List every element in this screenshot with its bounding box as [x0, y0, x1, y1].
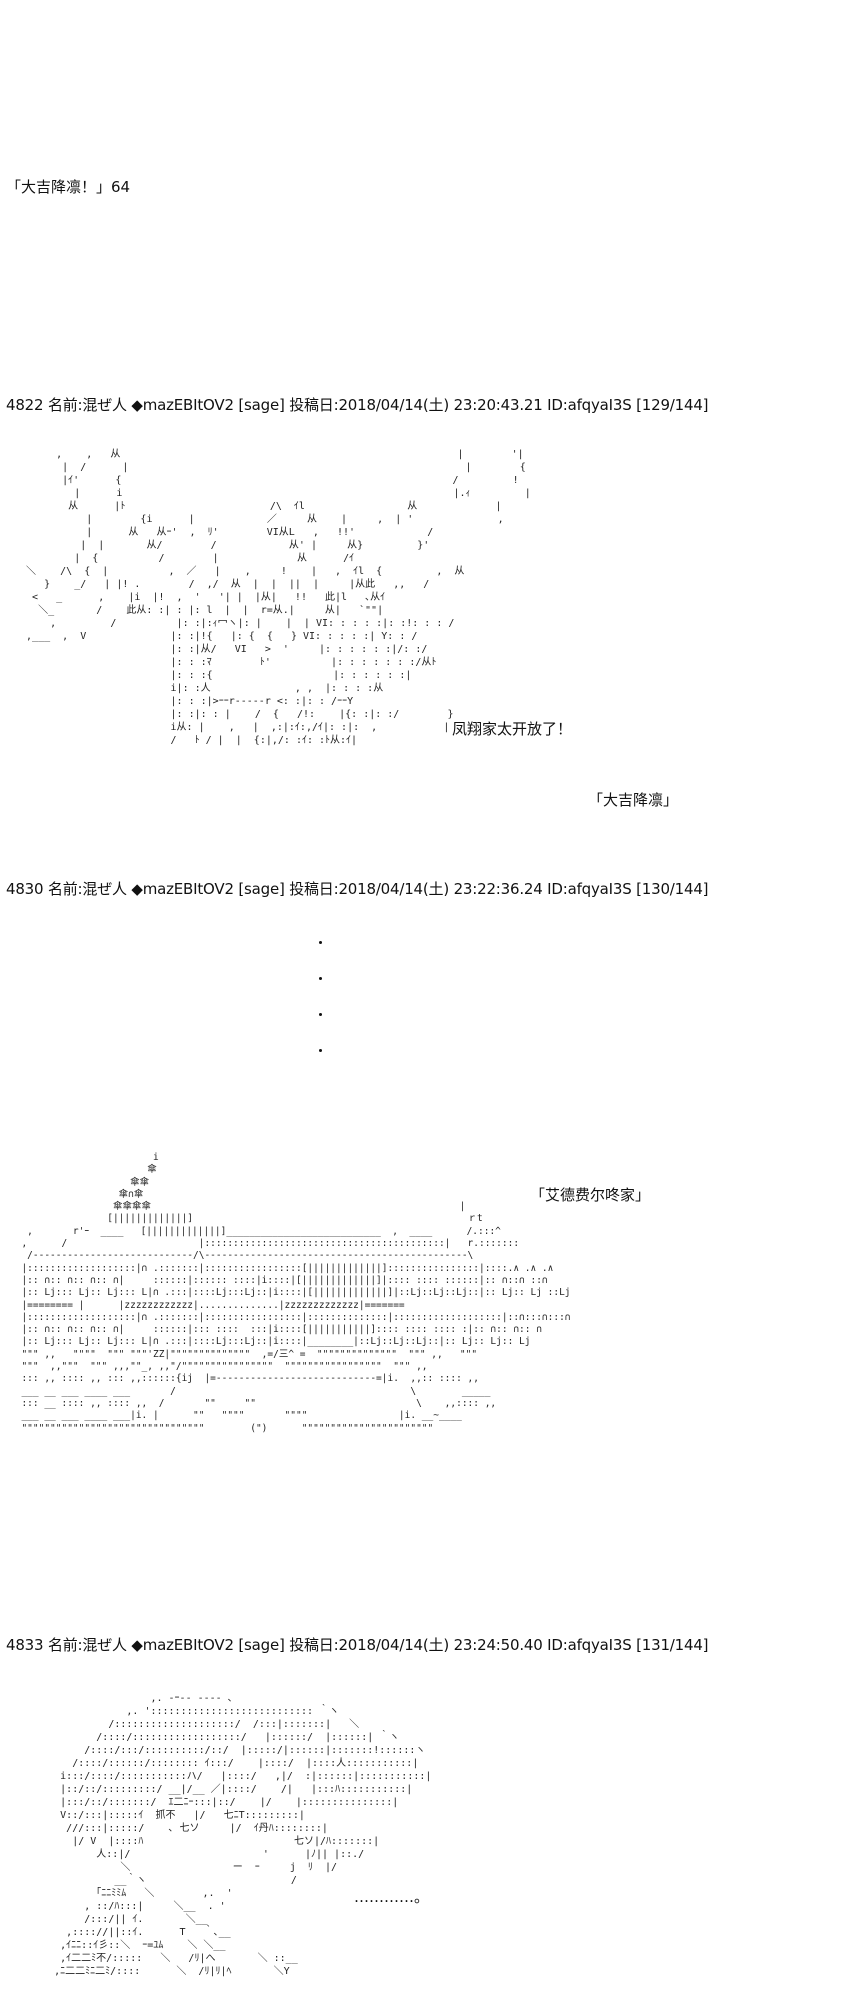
intro-line: 「大吉降凛！」64: [6, 178, 131, 196]
caption-text: 凤翔家太开放了！: [452, 720, 573, 738]
post-header: 4830 名前:混ぜ人 ◆mazEBItOV2 [sage] 投稿日:2018/…: [6, 880, 709, 898]
ascii-art-mansion: i 傘 傘傘 傘∩傘 傘傘傘傘 | [|||||||||||||]: [21, 1152, 571, 1434]
post-header: 4822 名前:混ぜ人 ◆mazEBItOV2 [sage] 投稿日:2018/…: [6, 396, 709, 414]
ascii-art-ship-girl: , , 从 | '| | / | | { |ｲ' {: [26, 449, 531, 746]
caption-text: …………。: [354, 1888, 430, 1906]
caption-text: 「艾德费尔咚家」: [530, 1186, 651, 1204]
caption-text: 「大吉降凛」: [588, 791, 679, 809]
ellipsis-dot: [319, 1049, 322, 1052]
post-header: 4833 名前:混ぜ人 ◆mazEBItOV2 [sage] 投稿日:2018/…: [6, 1636, 709, 1654]
ellipsis-dot: [319, 941, 322, 944]
ellipsis-dot: [319, 1013, 322, 1016]
ellipsis-dot: [319, 977, 322, 980]
ascii-art-face: ,. -ｰ-- ---- ､ ,. ':::::::::::::::::::::…: [54, 1693, 432, 1977]
